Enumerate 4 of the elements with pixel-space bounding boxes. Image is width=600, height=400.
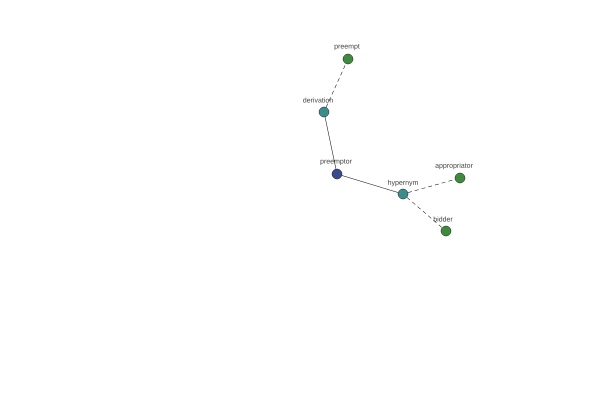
connector-line [324, 116, 336, 170]
connector-line [406, 197, 442, 228]
connector-line [342, 175, 398, 193]
connector-line [326, 64, 346, 108]
